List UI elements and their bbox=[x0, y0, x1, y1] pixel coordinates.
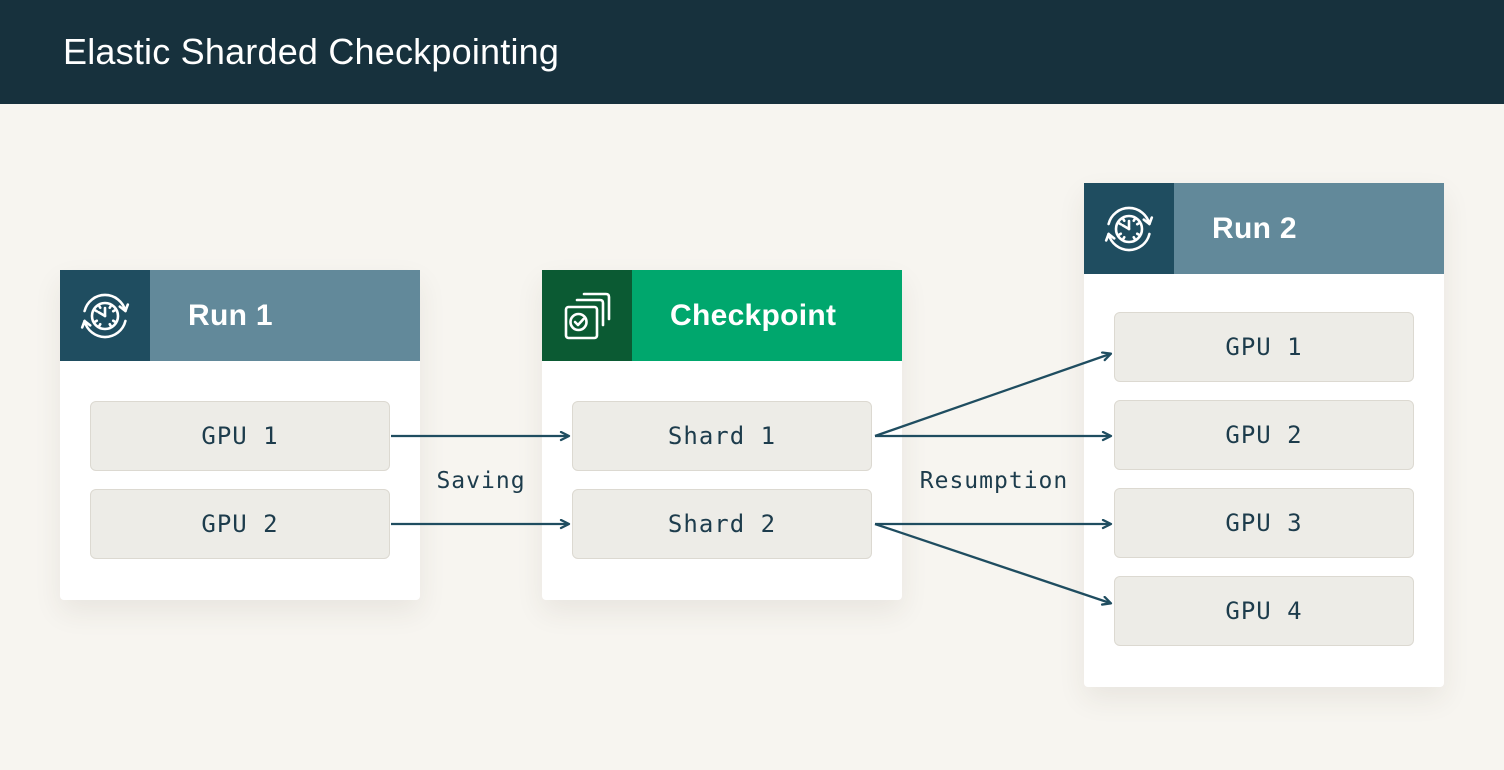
run2-gpu3-node: GPU 3 bbox=[1114, 488, 1414, 558]
run2-card: Run 2 GPU 1 GPU 2 GPU 3 GPU 4 bbox=[1084, 183, 1444, 687]
run2-card-body: GPU 1 GPU 2 GPU 3 GPU 4 bbox=[1084, 274, 1444, 646]
resumption-arrow-shard1-gpu1 bbox=[874, 354, 1110, 438]
shard1-node: Shard 1 bbox=[572, 401, 872, 471]
run2-gpu1-node: GPU 1 bbox=[1114, 312, 1414, 382]
resumption-arrow-shard2-gpu4 bbox=[874, 522, 1110, 603]
shard2-node: Shard 2 bbox=[572, 489, 872, 559]
header-bar: Elastic Sharded Checkpointing bbox=[0, 0, 1504, 104]
saving-label: Saving bbox=[436, 468, 526, 494]
run1-card-body: GPU 1 GPU 2 bbox=[60, 361, 420, 559]
run2-card-title: Run 2 bbox=[1174, 183, 1444, 274]
layers-check-icon bbox=[542, 270, 632, 361]
restore-cycle-clock-icon bbox=[1084, 183, 1174, 274]
run2-gpu2-node: GPU 2 bbox=[1114, 400, 1414, 470]
run1-card: Run 1 GPU 1 GPU 2 bbox=[60, 270, 420, 600]
run1-card-header: Run 1 bbox=[60, 270, 420, 361]
run2-card-header: Run 2 bbox=[1084, 183, 1444, 274]
run1-card-title: Run 1 bbox=[150, 270, 420, 361]
page-title: Elastic Sharded Checkpointing bbox=[63, 31, 560, 72]
restore-cycle-clock-icon bbox=[60, 270, 150, 361]
run1-gpu1-node: GPU 1 bbox=[90, 401, 390, 471]
checkpoint-card-header: Checkpoint bbox=[542, 270, 902, 361]
checkpoint-card-title: Checkpoint bbox=[632, 270, 902, 361]
resumption-label: Resumption bbox=[919, 468, 1069, 494]
checkpoint-card: Checkpoint Shard 1 Shard 2 bbox=[542, 270, 902, 600]
checkpoint-card-body: Shard 1 Shard 2 bbox=[542, 361, 902, 559]
run1-gpu2-node: GPU 2 bbox=[90, 489, 390, 559]
run2-gpu4-node: GPU 4 bbox=[1114, 576, 1414, 646]
